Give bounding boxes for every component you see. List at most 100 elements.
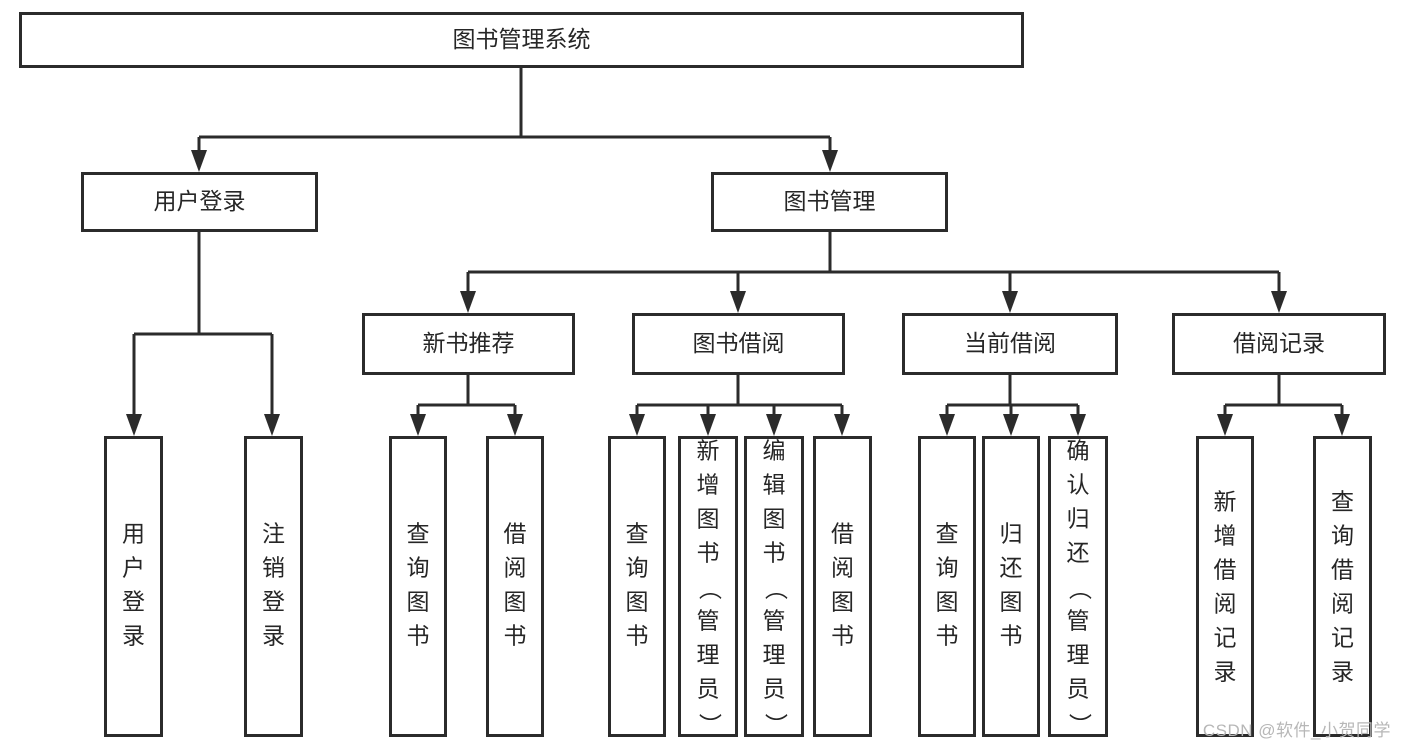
arrow-head-icon — [410, 414, 426, 436]
node-label-char: 阅 — [1214, 591, 1237, 617]
node-leaf-user-login[interactable]: 用户登录 — [104, 436, 163, 737]
node-current-borrow[interactable]: 当前借阅 — [902, 313, 1118, 375]
node-label: 当前借阅 — [964, 330, 1056, 356]
node-label-char: 图 — [626, 589, 649, 615]
node-label-char: 询 — [936, 555, 959, 581]
node-label-char: 询 — [407, 555, 430, 581]
node-label-char: 记 — [1331, 625, 1354, 651]
node-label-char: 图 — [763, 506, 786, 532]
node-label-char: 借 — [1331, 557, 1354, 583]
node-box[interactable] — [81, 172, 318, 232]
node-box[interactable] — [104, 436, 163, 737]
node-box[interactable] — [389, 436, 447, 737]
node-label-char: 借 — [504, 521, 527, 547]
node-label-char: 书 — [626, 623, 649, 649]
arrow-head-icon — [822, 150, 838, 172]
node-box[interactable] — [711, 172, 948, 232]
node-label-char: 确 — [1067, 438, 1090, 464]
arrow-head-icon — [1217, 414, 1233, 436]
node-label-char: 图 — [831, 589, 854, 615]
arrow-head-icon — [507, 414, 523, 436]
node-box[interactable] — [744, 436, 804, 737]
node-label: 用户登录 — [122, 521, 145, 649]
node-label: 图书管理系统 — [453, 26, 591, 52]
arrow-head-icon — [939, 414, 955, 436]
arrow-head-icon — [264, 414, 280, 436]
node-label-char: 书 — [407, 623, 430, 649]
node-layer: 图书管理系统用户登录图书管理新书推荐图书借阅当前借阅借阅记录用户登录注销登录查询… — [19, 12, 1386, 737]
node-box[interactable] — [244, 436, 303, 737]
node-label-char: 员 — [1067, 676, 1090, 702]
node-root[interactable]: 图书管理系统 — [19, 12, 1024, 68]
node-label-char: 查 — [936, 521, 959, 547]
node-box[interactable] — [1172, 313, 1386, 375]
node-label-char: 新 — [1214, 489, 1237, 515]
node-box[interactable] — [19, 12, 1024, 68]
node-label-char: 登 — [122, 589, 145, 615]
node-book-borrow[interactable]: 图书借阅 — [632, 313, 845, 375]
node-new-book-recommend[interactable]: 新书推荐 — [362, 313, 575, 375]
node-label: 新书推荐 — [423, 330, 515, 356]
node-label-char: 书 — [1000, 623, 1023, 649]
node-box[interactable] — [1196, 436, 1254, 737]
arrow-head-icon — [766, 414, 782, 436]
connector-group-new-book-recommend — [410, 375, 523, 436]
node-box[interactable] — [608, 436, 666, 737]
node-label-char: （ — [697, 577, 723, 600]
node-label-char: 录 — [1214, 659, 1237, 685]
node-label-char: 员 — [697, 676, 720, 702]
node-box[interactable] — [486, 436, 544, 737]
node-box[interactable] — [918, 436, 976, 737]
node-box[interactable] — [632, 313, 845, 375]
node-box[interactable] — [1313, 436, 1372, 737]
node-label-char: 增 — [697, 472, 720, 498]
csdn-watermark: CSDN @软件_小贺同学 — [1202, 721, 1391, 740]
node-label-char: 查 — [1331, 489, 1354, 515]
node-label-char: 归 — [1067, 506, 1090, 532]
node-box[interactable] — [982, 436, 1040, 737]
node-box[interactable] — [678, 436, 738, 737]
node-borrow-records[interactable]: 借阅记录 — [1172, 313, 1386, 375]
node-label-char: 图 — [1000, 589, 1023, 615]
node-label-char: 还 — [1000, 555, 1023, 581]
node-label-char: 阅 — [504, 555, 527, 581]
node-box[interactable] — [902, 313, 1118, 375]
node-label-char: 员 — [763, 676, 786, 702]
node-label-char: （ — [763, 577, 789, 600]
node-label-char: 录 — [262, 623, 285, 649]
node-label-char: 书 — [936, 623, 959, 649]
node-box[interactable] — [813, 436, 872, 737]
arrow-head-icon — [1334, 414, 1350, 436]
node-label-char: 管 — [1067, 608, 1090, 634]
node-label-char: （ — [1067, 577, 1093, 600]
node-label-char: 借 — [1214, 557, 1237, 583]
node-user-login[interactable]: 用户登录 — [81, 172, 318, 232]
node-book-manage[interactable]: 图书管理 — [711, 172, 948, 232]
arrow-head-icon — [730, 291, 746, 313]
node-label-char: 查 — [407, 521, 430, 547]
node-label-char: 书 — [504, 623, 527, 649]
node-box[interactable] — [362, 313, 575, 375]
node-label-char: 理 — [763, 642, 786, 668]
node-label-char: 图 — [504, 589, 527, 615]
node-box[interactable] — [1048, 436, 1108, 737]
